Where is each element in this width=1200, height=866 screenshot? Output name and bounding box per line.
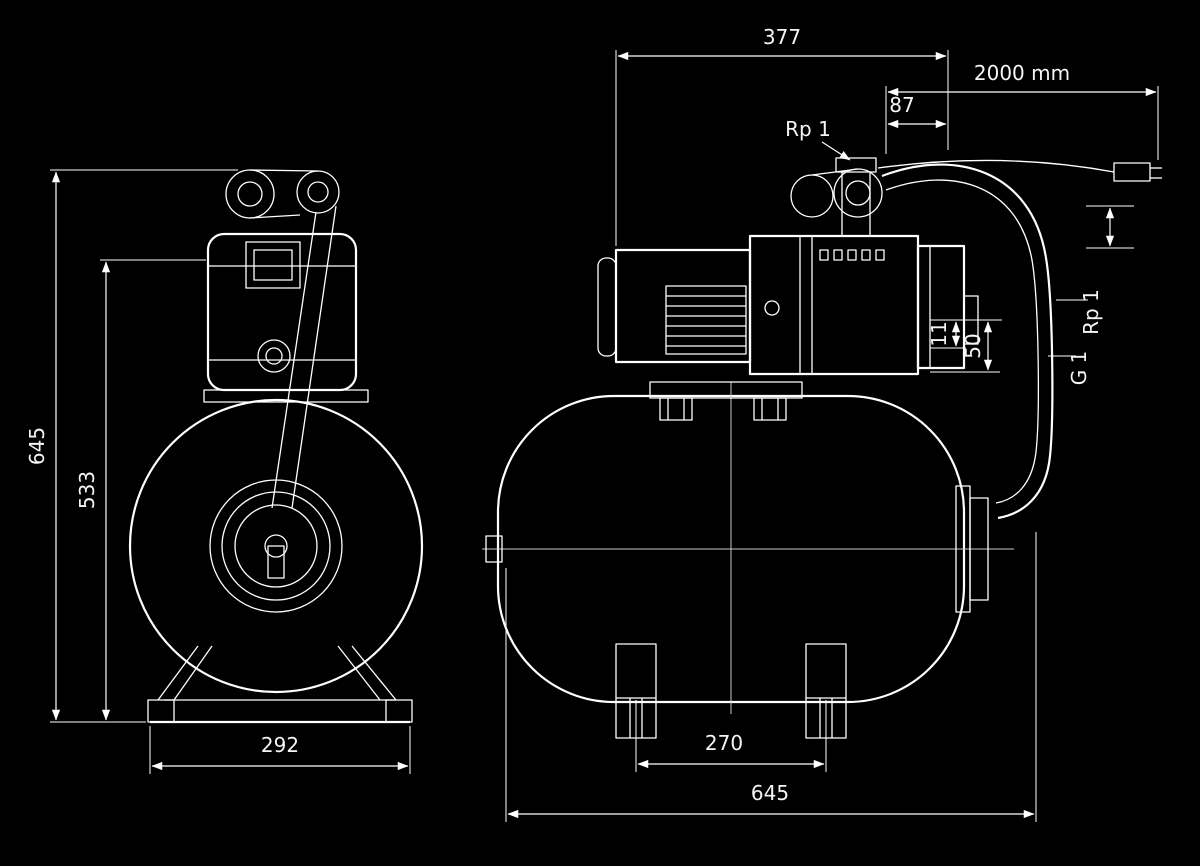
hose-outer — [881, 163, 1054, 520]
side-dimensions: 377 2000 mm 87 Rp 1 Rp 1 G 1 11 50 2 — [505, 25, 1159, 822]
dim-label-cable-length: 2000 mm — [974, 61, 1070, 85]
front-dimensions: 645 533 292 — [25, 169, 411, 774]
pump-mount-plate-front — [203, 389, 369, 403]
terminal-box-front — [245, 241, 301, 289]
front-port-outer — [257, 339, 291, 373]
side-view — [482, 157, 1162, 739]
base-leg-right-inner — [337, 645, 381, 701]
handle-strut-inner — [271, 211, 317, 509]
dim-label-pump-height: 533 — [75, 471, 99, 509]
handle-top-bar — [249, 169, 319, 172]
fan-cover — [597, 257, 617, 357]
base-leg-right-outer — [351, 645, 397, 701]
tank-flange-cap — [969, 497, 989, 601]
tank-end-outline — [128, 398, 424, 694]
dim-label-base-width: 292 — [261, 733, 299, 757]
terminal-lug — [847, 249, 857, 261]
inlet-flange — [835, 157, 877, 173]
front-view — [128, 169, 424, 724]
tank-port-ring-2 — [221, 491, 331, 601]
tank-port-ring-3 — [234, 504, 318, 588]
dim-label-outlet-thread: Rp 1 — [1079, 289, 1103, 335]
dim-label-front-height: 645 — [25, 427, 49, 465]
tank-port-hub — [264, 534, 288, 558]
power-plug — [1113, 162, 1151, 182]
loop-top-bar — [811, 168, 859, 176]
terminal-box-inner — [253, 249, 293, 281]
dim-label-foot-spacing: 270 — [705, 731, 743, 755]
dim-label-pump-length: 377 — [763, 25, 801, 49]
dim-label-inlet-thread: Rp 1 — [785, 117, 831, 141]
motor-fin-block — [665, 285, 747, 355]
mount-boss-left — [659, 397, 693, 421]
tank-left-port — [485, 535, 503, 563]
dim-label-50: 50 — [961, 333, 985, 358]
leader-inlet-thread — [821, 141, 851, 161]
hose-inner — [885, 179, 1039, 504]
terminal-lug — [819, 249, 829, 261]
mount-boss-right — [753, 397, 787, 421]
handle-bottom-bar — [249, 214, 301, 219]
handle-strut-outer — [291, 205, 337, 509]
handle-lobe-right-inner — [307, 181, 329, 203]
base-foot-left — [147, 699, 175, 723]
base-foot-right — [385, 699, 413, 723]
pump-mount-plate-side — [649, 381, 803, 399]
drain-plug — [764, 300, 780, 316]
front-port-inner — [265, 347, 283, 365]
handle-lobe-left-inner — [237, 181, 263, 207]
terminal-lug — [833, 249, 843, 261]
terminal-lug — [875, 249, 885, 261]
base-leg-left-outer — [157, 645, 199, 701]
power-cable — [877, 159, 1115, 173]
base-leg-left-inner — [173, 645, 213, 701]
dim-label-tank-length: 645 — [751, 781, 789, 805]
dim-label-11: 11 — [927, 321, 951, 346]
dim-label-offset: 87 — [889, 93, 914, 117]
loop-lobe-right-inner — [845, 180, 871, 206]
tank-port-stem — [267, 545, 285, 579]
terminal-lug — [861, 249, 871, 261]
